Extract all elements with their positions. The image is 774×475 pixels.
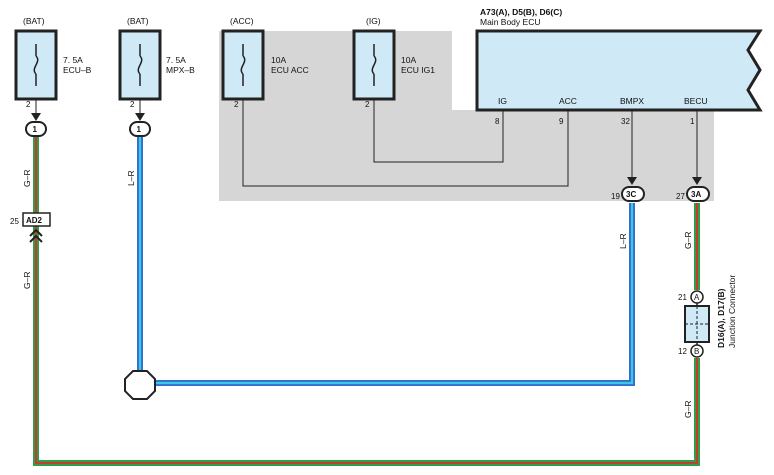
fuse-ecu-acc-pin: 2 xyxy=(234,100,239,109)
connector-ad2-label: AD2 xyxy=(26,216,43,225)
label-l-r-right: L–R xyxy=(618,233,628,249)
ecu-terminal-ig: IG xyxy=(498,96,507,106)
wire-acc-fuse xyxy=(242,99,569,187)
ecu-shaded-area xyxy=(219,31,714,201)
fuse-ecu-acc-source: (ACC) xyxy=(230,16,254,26)
fuse-ecu-ig1-source: (IG) xyxy=(366,16,381,26)
arrowheads xyxy=(31,113,702,185)
junction-pin-b: 12 xyxy=(678,347,687,356)
connector-3c-pin: 19 xyxy=(611,192,620,201)
connector-1-ecu-b: 1 xyxy=(25,121,47,137)
fuse-mpx-b-rating: 7. 5A xyxy=(166,55,186,65)
junction-label-b: B xyxy=(694,347,699,356)
connector-ad2: 25 AD2 xyxy=(10,212,51,243)
ecu-name: Main Body ECU xyxy=(480,17,540,27)
fuse-mpx-b-source: (BAT) xyxy=(127,16,149,26)
junction-code: D16(A), D17(B) xyxy=(716,288,726,348)
junction-name: Junction Connector xyxy=(727,275,737,348)
label-g-r-right-lower: G–R xyxy=(683,401,693,418)
splice-octagon xyxy=(124,370,156,400)
connector-3a: 27 3A xyxy=(676,186,710,202)
fuse-ecu-ig1-rating: 10A xyxy=(401,55,416,65)
ecu-terminal-becu: BECU xyxy=(684,96,708,106)
connector-3a-pin: 27 xyxy=(676,192,685,201)
connector-3c-label: 3C xyxy=(626,190,636,199)
connector-3c: 19 3C xyxy=(611,186,645,202)
connector-1-ecu-b-label: 1 xyxy=(33,125,38,134)
wire-color-labels: G–R G–R L–R L–R G–R G–R xyxy=(22,170,693,418)
fuse-ecu-ig1-pin: 2 xyxy=(365,100,370,109)
fuse-ecu-b: (BAT) 7. 5A ECU–B 2 xyxy=(14,16,92,109)
ecu-terminal-acc: ACC xyxy=(559,96,577,106)
label-g-r-upper: G–R xyxy=(22,170,32,187)
fuse-ecu-b-pin: 2 xyxy=(26,100,31,109)
internal-wires xyxy=(35,99,698,187)
fuse-ecu-b-source: (BAT) xyxy=(23,16,45,26)
fuse-mpx-b-name: MPX–B xyxy=(166,65,195,75)
ecu-pin-bmpx: 32 xyxy=(621,117,630,126)
ecu-terminal-bmpx: BMPX xyxy=(620,96,644,106)
fuse-mpx-b: (BAT) 7. 5A MPX–B 2 xyxy=(118,16,195,109)
fuse-ecu-ig1-name: ECU IG1 xyxy=(401,65,435,75)
ecu-code: A73(A), D5(B), D6(C) xyxy=(480,7,562,17)
fuse-ecu-acc: (ACC) 10A ECU ACC 2 xyxy=(221,16,309,109)
ecu-pin-acc: 9 xyxy=(559,117,564,126)
junction-connector: 21 A 12 B D16(A), D17(B) Junction Connec… xyxy=(678,275,737,358)
main-body-ecu: A73(A), D5(B), D6(C) Main Body ECU IG AC… xyxy=(475,7,763,126)
fuse-ecu-ig1: (IG) 10A ECU IG1 2 xyxy=(352,16,435,109)
connector-3a-label: 3A xyxy=(691,190,701,199)
fuse-ecu-acc-name: ECU ACC xyxy=(271,65,309,75)
label-g-r-right-upper: G–R xyxy=(683,232,693,249)
ecu-pin-becu: 1 xyxy=(690,117,695,126)
connector-1-mpx-b-label: 1 xyxy=(137,125,142,134)
fuse-ecu-b-name: ECU–B xyxy=(63,65,92,75)
wire-ig-fuse xyxy=(373,99,504,163)
label-g-r-lower: G–R xyxy=(22,272,32,289)
junction-label-a: A xyxy=(694,293,700,302)
label-l-r-left: L–R xyxy=(126,170,136,186)
fuse-ecu-acc-rating: 10A xyxy=(271,55,286,65)
wire-l-r xyxy=(137,136,635,386)
fuse-mpx-b-pin: 2 xyxy=(130,100,135,109)
connector-1-mpx-b: 1 xyxy=(129,121,151,137)
ecu-pin-ig: 8 xyxy=(495,117,500,126)
connector-ad2-pin: 25 xyxy=(10,217,19,226)
fuse-ecu-b-rating: 7. 5A xyxy=(63,55,83,65)
junction-pin-a: 21 xyxy=(678,293,687,302)
wire-g-r xyxy=(33,136,700,466)
